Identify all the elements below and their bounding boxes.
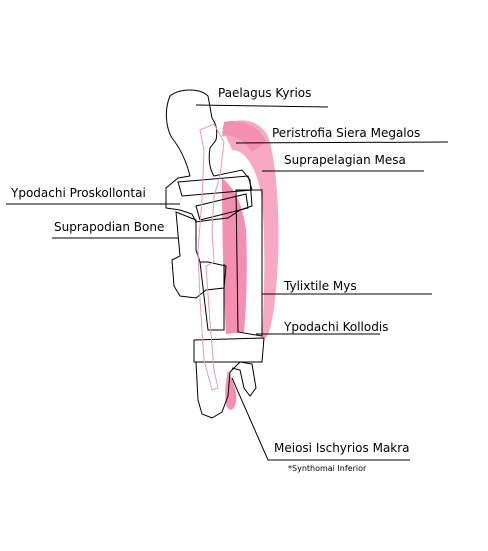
leg-outline [199,189,263,337]
label-paelagus-kyrios: Paelagus Kyrios [218,86,312,100]
label-tylixtile-mys: Tylixtile Mys [284,279,357,293]
lower-leg-outline [195,361,257,419]
bone-outline [197,123,225,391]
knee-band [193,337,265,363]
label-meiosi-ischyrios-makra: Meiosi Ischyrios Makra [274,441,410,455]
label-ypodachi-proskollontai: Ypodachi Proskollontai [11,186,146,200]
label-suprapelagian-mesa: Suprapelagian Mesa [284,153,406,167]
leader-paelagus-kyrios [195,104,329,108]
peristrofia-muscle [222,120,279,338]
mid-band [195,193,249,221]
suprapelagian-muscle [222,120,266,152]
meiosi-muscle [225,370,237,410]
leader-meiosi [231,377,410,461]
label-ypodachi-kollodis: Ypodachi Kollodis [284,320,389,334]
thigh-outline [171,211,227,299]
label-suprapodian-bone: Suprapodian Bone [54,220,165,234]
body-outline [165,89,253,223]
label-peristrofia-siera-megalos: Peristrofia Siera Megalos [272,126,421,140]
leader-peristrofia [235,141,449,144]
footnote: *Synthomai Inferior [288,464,367,473]
tylixtile-muscle [222,178,247,334]
